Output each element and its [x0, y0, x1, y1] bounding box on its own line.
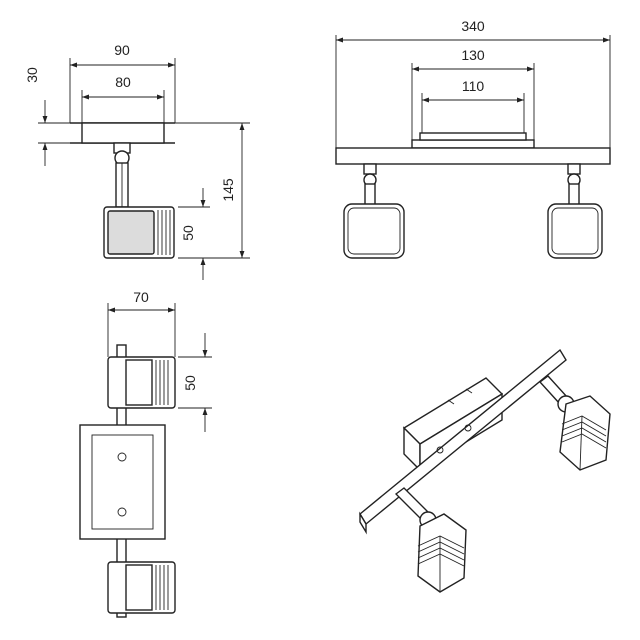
- isometric-bar: [359, 348, 567, 535]
- front-dim-340: 340: [335, 18, 611, 148]
- top-view-upper-head: [107, 356, 176, 409]
- side-dim-80-label: 80: [115, 74, 131, 90]
- isometric-view: [359, 348, 611, 593]
- top-dim-70-label: 70: [133, 289, 149, 305]
- front-view-left-spotlight: [343, 163, 405, 259]
- side-view-lamp-head: [103, 206, 175, 259]
- side-view: 90 80 30 145 50: [24, 42, 250, 280]
- top-view-lower-head: [107, 561, 176, 614]
- front-view: 340 130 110: [335, 18, 611, 259]
- front-view-right-spotlight: [547, 163, 603, 259]
- side-dim-145-label: 145: [220, 178, 236, 202]
- isometric-right-spotlight: [538, 375, 611, 471]
- side-dim-50-label: 50: [180, 225, 196, 241]
- side-dim-90: 90: [69, 42, 176, 123]
- side-dim-90-label: 90: [114, 42, 130, 58]
- side-dim-80: 80: [81, 74, 165, 123]
- front-dim-340-label: 340: [461, 18, 485, 34]
- top-dim-50-label: 50: [182, 375, 198, 391]
- front-dim-130-label: 130: [461, 47, 485, 63]
- top-view: 70 50: [79, 289, 212, 618]
- side-dim-30-label: 30: [24, 67, 40, 83]
- side-view-arm: [113, 142, 131, 208]
- front-view-bar: [335, 147, 611, 165]
- front-dim-110-label: 110: [462, 78, 485, 94]
- front-dim-130: 130: [411, 47, 535, 140]
- front-view-mounting-plate: [411, 132, 535, 149]
- top-dim-50: 50: [178, 333, 212, 432]
- side-view-ceiling-plate: [70, 122, 175, 144]
- side-dim-30: 30: [24, 67, 70, 166]
- isometric-left-spotlight: [394, 487, 467, 593]
- top-view-mounting-plate: [79, 424, 166, 540]
- top-dim-70: 70: [107, 289, 176, 357]
- side-dim-50: 50: [178, 188, 210, 280]
- front-dim-110: 110: [421, 78, 525, 133]
